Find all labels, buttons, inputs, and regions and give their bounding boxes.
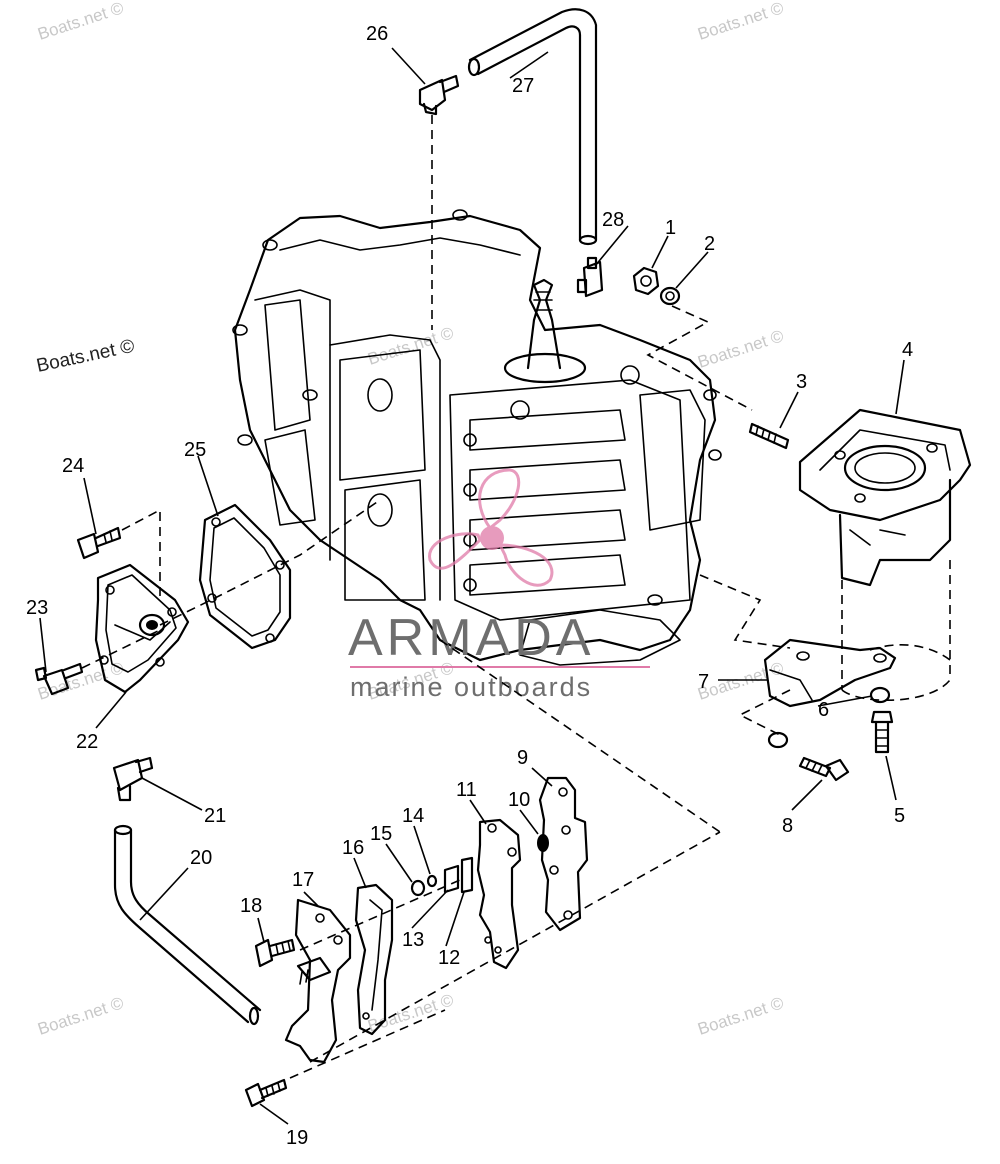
exhaust-adapter-4: [798, 408, 972, 587]
callout-10: 10: [508, 789, 530, 811]
callout-5: 5: [894, 805, 905, 827]
callout-6: 6: [818, 699, 829, 721]
dashline-exhaust: [841, 560, 951, 702]
callout-22: 22: [76, 731, 98, 753]
brand-tagline: marine outboards: [350, 672, 592, 702]
nut-1: [632, 266, 660, 296]
screw-15: [410, 879, 426, 897]
washer-14: [426, 874, 438, 888]
dashline-washer-6: [738, 689, 791, 736]
brand-name: ARMADA: [348, 609, 594, 667]
elbow-fitting-21: [112, 756, 154, 802]
plate-16: [354, 883, 394, 1036]
fitting-23: [34, 662, 84, 696]
bolt-8: [798, 756, 850, 782]
callout-16: 16: [342, 837, 364, 859]
spring-10: [537, 834, 549, 852]
callout-2: 2: [704, 233, 715, 255]
gasket-25: [198, 503, 292, 650]
watermark-text: Boats.net ©: [695, 993, 786, 1039]
callout-28: 28: [602, 209, 624, 231]
screw-24: [76, 526, 122, 560]
callout-25: 25: [184, 439, 206, 461]
bracket-7: [763, 638, 897, 708]
screw-5: [870, 710, 894, 754]
dashline-plates: [289, 831, 721, 1079]
callout-7: 7: [698, 671, 709, 693]
callout-18: 18: [240, 895, 262, 917]
callout-24: 24: [62, 455, 84, 477]
hose-20: [113, 824, 262, 1026]
watermark-text: Boats.net ©: [365, 990, 456, 1036]
callout-15: 15: [370, 823, 392, 845]
callout-4: 4: [902, 339, 913, 361]
stud-3: [748, 422, 790, 450]
dashline-screw-24: [121, 508, 161, 600]
watermark-text: Boats.net ©: [35, 0, 126, 44]
callout-19: 19: [286, 1127, 308, 1149]
watermark-layer: Boats.net © Boats.net © Boats.net © Boat…: [35, 0, 787, 1039]
plate-17: [284, 898, 352, 1064]
callout-26: 26: [366, 23, 388, 45]
spacer-13: [443, 864, 460, 894]
callout-8: 8: [782, 815, 793, 837]
callout-14: 14: [402, 805, 424, 827]
dashline-exhaust-2: [869, 644, 951, 661]
callout-20: 20: [190, 847, 212, 869]
callout-17: 17: [292, 869, 314, 891]
crankcase-cylinder-block: [232, 209, 722, 666]
washer-2: [659, 286, 681, 306]
watermark-text: Boats.net ©: [695, 326, 786, 372]
callout-3: 3: [796, 371, 807, 393]
callout-labels: 1 2 3 4 5 6 7 8 9 10 11 12 13 14 15 16 1…: [26, 23, 913, 1149]
screw-18: [254, 938, 296, 968]
dashline-cover-to-block: [159, 499, 381, 626]
callout-23: 23: [26, 597, 48, 619]
watermark-text-strong: Boats.net ©: [35, 336, 137, 377]
watermark-text: Boats.net ©: [35, 993, 126, 1039]
leader-lines: [39, 47, 905, 1125]
fitting-28: [576, 256, 604, 298]
watermark-text: Boats.net ©: [365, 323, 456, 369]
lockwasher-6: [767, 686, 891, 749]
callout-9: 9: [517, 747, 528, 769]
callout-12: 12: [438, 947, 460, 969]
plate-9: [538, 776, 589, 932]
screw-19: [244, 1078, 288, 1108]
elbow-fitting-26: [418, 74, 460, 116]
clip-12: [460, 856, 474, 894]
callout-27: 27: [512, 75, 534, 97]
callout-13: 13: [402, 929, 424, 951]
callout-1: 1: [665, 217, 676, 239]
callout-11: 11: [456, 779, 477, 801]
dashline-1-2: [646, 305, 753, 411]
callout-21: 21: [204, 805, 226, 827]
dashline-block-to-plates: [439, 639, 721, 833]
armada-logo: [428, 468, 554, 587]
dashline-bracket-7: [699, 574, 791, 649]
plate-11: [476, 818, 522, 970]
watermark-text: Boats.net ©: [695, 0, 786, 44]
hose-27: [467, 8, 598, 246]
